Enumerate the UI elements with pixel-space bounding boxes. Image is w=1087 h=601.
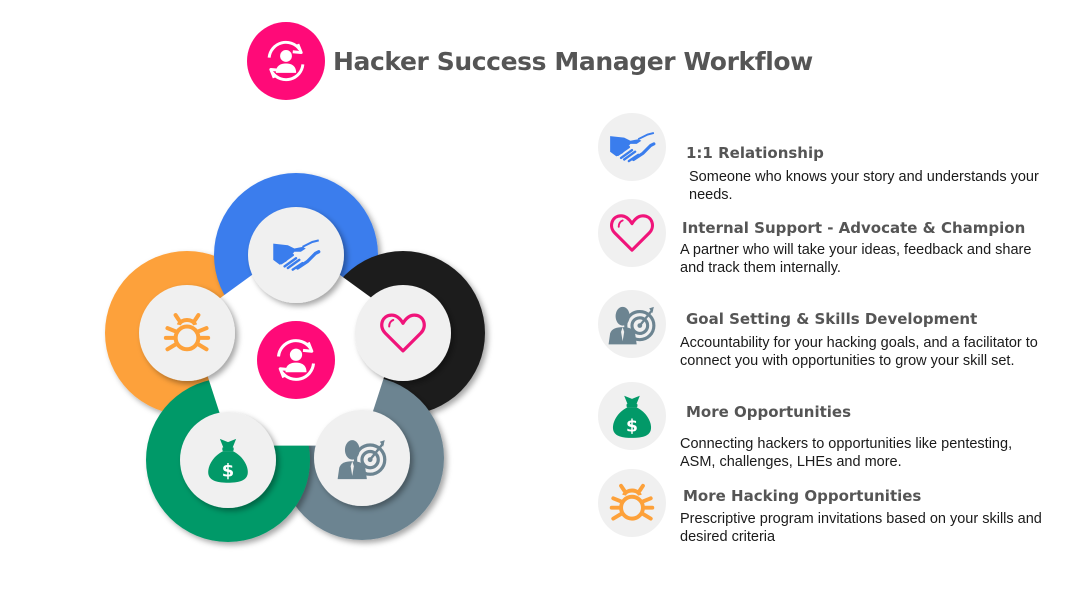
item-icon-circle bbox=[598, 113, 666, 181]
item-description: Connecting hackers to opportunities like… bbox=[680, 436, 1013, 470]
item-icon-circle bbox=[598, 199, 666, 267]
item-icon-circle bbox=[598, 290, 666, 358]
item-description: A partner who will take your ideas, feed… bbox=[680, 242, 1032, 276]
node-goals bbox=[314, 410, 410, 506]
page-title: Hacker Success Manager Workflow bbox=[333, 46, 813, 76]
bug-icon bbox=[607, 478, 657, 528]
node-circle bbox=[248, 207, 344, 303]
title-badge bbox=[247, 22, 325, 100]
workflow-diagram bbox=[105, 173, 485, 542]
item-description: Someone who knows your story and underst… bbox=[689, 169, 1039, 203]
item-heading: Internal Support - Advocate & Champion bbox=[682, 219, 1026, 237]
node-support bbox=[355, 285, 451, 381]
heart-icon bbox=[607, 208, 657, 258]
item-heading: Goal Setting & Skills Development bbox=[686, 310, 978, 328]
node-relationship bbox=[248, 207, 344, 303]
item-icon-circle bbox=[598, 469, 666, 537]
handshake-icon bbox=[607, 122, 657, 172]
target-person-icon bbox=[607, 299, 657, 349]
node-hacking bbox=[139, 285, 235, 381]
item-heading: More Opportunities bbox=[686, 403, 852, 421]
item-heading: More Hacking Opportunities bbox=[683, 487, 922, 505]
item-heading: 1:1 Relationship bbox=[686, 144, 824, 162]
item-description: Accountability for your hacking goals, a… bbox=[680, 335, 1038, 369]
node-circle bbox=[355, 285, 451, 381]
money-bag-icon bbox=[607, 391, 657, 441]
title-block: Hacker Success Manager Workflow bbox=[247, 22, 813, 100]
node-opportunities bbox=[180, 412, 276, 508]
center-hub bbox=[257, 321, 335, 399]
item-description: Prescriptive program invitations based o… bbox=[680, 511, 1042, 545]
node-circle bbox=[139, 285, 235, 381]
item-icon-circle bbox=[598, 382, 666, 450]
